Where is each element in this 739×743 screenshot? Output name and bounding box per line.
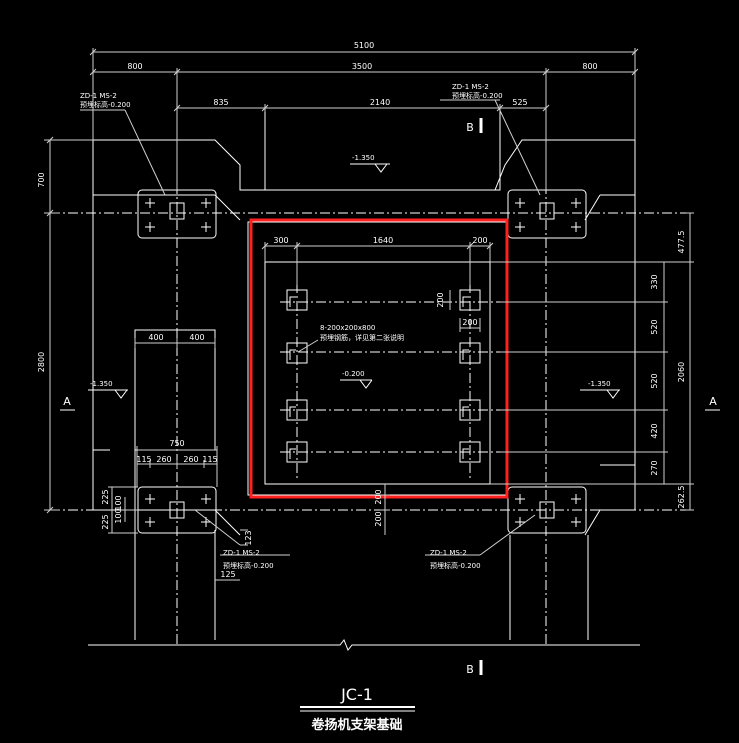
embed-plate-bottom-left [137, 486, 217, 534]
dim-right-262-5: 262.5 [677, 486, 686, 509]
dim-top-left: 800 [127, 62, 142, 71]
dim-right-2060: 2060 [677, 362, 686, 382]
right-dimensions [490, 212, 694, 511]
drawing-subtitle: 卷扬机支架基础 [311, 717, 402, 733]
dim-bl-115b: 115 [202, 455, 217, 464]
dim-inner-1640: 1640 [373, 236, 393, 245]
dim-small-125: 125 [220, 570, 235, 579]
section-a-left: A [63, 395, 71, 408]
dim-top-mid: 3500 [352, 62, 372, 71]
left-dimensions [44, 136, 93, 514]
top-dimensions [89, 48, 639, 190]
pier-dimensions [134, 338, 216, 348]
label-zd-br: ZD-1 MS-2 [430, 549, 467, 557]
dim-col-400b: 400 [189, 333, 204, 342]
label-elev-right: -1.350 [588, 380, 611, 388]
dim-mid-200a: 200 [374, 489, 383, 504]
dim-col-400a: 400 [148, 333, 163, 342]
middle-small-dimensions [215, 484, 390, 581]
dim-mid-200b: 200 [374, 511, 383, 526]
dim-top-right: 800 [582, 62, 597, 71]
label-zd-tr-elev: 预埋标高-0.200 [452, 91, 503, 100]
section-b-bottom: B [466, 663, 474, 676]
label-embed-spec: 8-200x200x800 [320, 324, 375, 332]
section-b-top: B [466, 121, 474, 134]
drawing-title: JC-1 [340, 685, 373, 704]
embed-plate-bottom-right [507, 486, 587, 534]
label-zd-tl: ZD-1 MS-2 [80, 92, 117, 100]
dim-bl-225a: 225 [101, 489, 110, 504]
bottom-left-plate-dimensions [108, 446, 218, 534]
dim-bl-260a: 260 [156, 455, 171, 464]
leader-lines [80, 99, 541, 556]
dim-top-total: 5100 [354, 41, 374, 50]
label-zd-bl: ZD-1 MS-2 [223, 549, 260, 557]
label-zd-tl-elev: 预埋标高-0.200 [80, 100, 131, 109]
dim-inner-200: 200 [472, 236, 487, 245]
highlight-box[interactable] [249, 218, 509, 499]
dim-right-420: 420 [650, 423, 659, 438]
dim-right-477-5: 477.5 [677, 231, 686, 254]
embed-plate-top-right [507, 189, 587, 239]
dim-left-2800: 2800 [37, 352, 46, 372]
label-zd-bl-elev: 预埋标高-0.200 [223, 561, 274, 570]
dim-row3-mid: 2140 [370, 98, 390, 107]
dim-left-700: 700 [37, 172, 46, 187]
dim-bl-225b: 225 [101, 514, 110, 529]
label-embed-note: 预埋钢筋，详见第二张说明 [320, 333, 404, 342]
dim-bl-260b: 260 [183, 455, 198, 464]
dim-bl-115a: 115 [136, 455, 151, 464]
dim-right-520b: 520 [650, 373, 659, 388]
dim-inner-300: 300 [273, 236, 288, 245]
foundation-outline [88, 107, 640, 651]
label-zd-tr: ZD-1 MS-2 [452, 83, 489, 91]
dim-bl-750: 750 [169, 439, 184, 448]
inner-top-dimensions [261, 242, 494, 332]
section-markers [60, 118, 720, 675]
dim-row3-right: 525 [512, 98, 527, 107]
dim-right-520a: 520 [650, 319, 659, 334]
dim-bl-100a: 100 [114, 495, 123, 510]
label-zd-br-elev: 预埋标高-0.200 [430, 561, 481, 570]
dim-plate-200-v: 200 [436, 292, 445, 307]
elevation-symbols [88, 163, 620, 399]
dim-small-123: 123 [244, 530, 253, 545]
dim-bl-100b: 100 [114, 508, 123, 523]
section-a-right: A [709, 395, 717, 408]
dim-plate-200-h: 200 [462, 318, 477, 327]
dim-right-270: 270 [650, 460, 659, 475]
dim-row3-left: 835 [213, 98, 228, 107]
label-elev-top: -1.350 [352, 154, 375, 162]
label-elev-left: -1.350 [90, 380, 113, 388]
dim-right-330: 330 [650, 274, 659, 289]
label-elev-mid: -0.200 [342, 370, 365, 378]
inner-embed-posts [286, 289, 481, 463]
